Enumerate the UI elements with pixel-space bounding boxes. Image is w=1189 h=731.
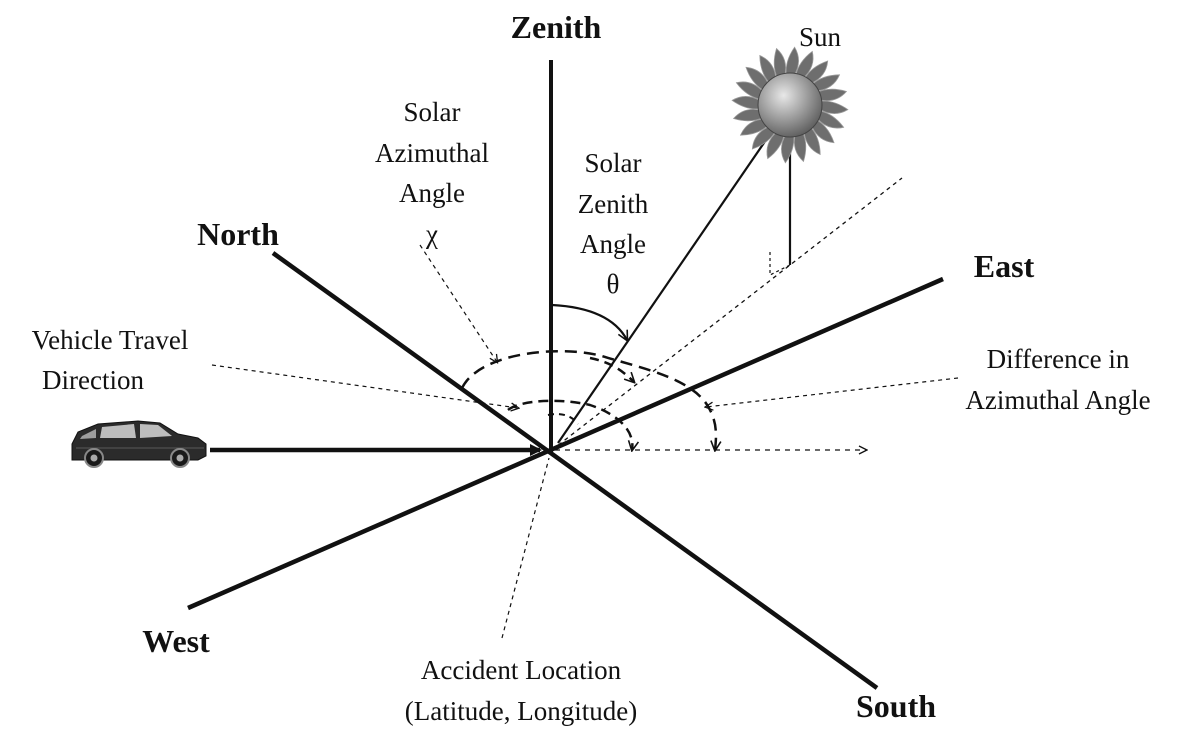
sun-ray xyxy=(803,126,821,156)
label-north: North xyxy=(197,216,279,252)
solar-azimuthal-line3: Angle xyxy=(399,178,465,208)
label-accident-location: Accident Location (Latitude, Longitude) xyxy=(405,655,637,726)
label-south: South xyxy=(856,688,936,724)
accident-location-line2: (Latitude, Longitude) xyxy=(405,696,637,726)
zenith-angle-arc xyxy=(551,303,627,340)
sun-ray-line xyxy=(557,104,791,444)
sun-ray xyxy=(773,47,787,79)
label-west: West xyxy=(142,623,210,659)
solar-zenith-symbol: θ xyxy=(607,269,620,299)
outer-azimuth-arc xyxy=(460,350,716,450)
sun-ray xyxy=(793,131,807,163)
solar-azimuthal-line2: Azimuthal xyxy=(375,138,489,168)
right-angle-marker xyxy=(769,252,791,276)
sun-ray xyxy=(766,131,785,160)
sun-ray xyxy=(816,110,845,129)
vehicle-direction-leader xyxy=(211,364,518,408)
north-south-axis xyxy=(271,251,879,690)
solar-zenith-line1: Solar xyxy=(585,148,642,178)
sun-ray xyxy=(781,134,795,164)
accident-location-line1: Accident Location xyxy=(421,655,622,685)
sun-ray xyxy=(804,60,829,84)
west-east-axis xyxy=(187,276,944,611)
sun-ray xyxy=(811,74,841,92)
car-icon xyxy=(71,420,207,468)
sun-ray xyxy=(745,66,769,91)
sun-ray xyxy=(751,126,776,150)
label-solar-zenith-angle: Solar Zenith Angle θ xyxy=(578,148,649,299)
solar-azimuthal-line1: Solar xyxy=(404,97,461,127)
sun-ray xyxy=(819,100,849,114)
label-difference-in-azimuthal-angle: Difference in Azimuthal Angle xyxy=(965,344,1150,415)
sun-ray xyxy=(732,108,764,122)
vehicle-travel-line2: Direction xyxy=(42,365,144,395)
sun-ray xyxy=(739,118,769,136)
label-solar-azimuthal-angle: Solar Azimuthal Angle χ xyxy=(375,97,489,249)
solar-zenith-line3: Angle xyxy=(580,229,646,259)
solar-zenith-line2: Zenith xyxy=(578,189,649,219)
sun-icon xyxy=(731,46,849,164)
sun-ray xyxy=(735,81,764,100)
sun-azimuth-arc xyxy=(589,356,634,382)
sun-azimuth-projection xyxy=(551,177,903,451)
small-center-arc xyxy=(547,413,579,425)
accident-location-leader xyxy=(501,457,550,639)
sun-ray xyxy=(759,54,777,84)
label-zenith: Zenith xyxy=(511,9,602,45)
sun-ray xyxy=(785,46,799,76)
vehicle-travel-line1: Vehicle Travel xyxy=(32,325,189,355)
solar-azimuthal-leader xyxy=(419,244,497,362)
sun-ray xyxy=(811,119,835,144)
label-sun: Sun xyxy=(799,22,842,52)
solar-azimuthal-symbol: χ xyxy=(425,219,438,249)
difference-leader xyxy=(706,377,959,407)
inner-azimuth-arc xyxy=(507,399,632,450)
sun-ray xyxy=(816,88,848,102)
difference-line2: Azimuthal Angle xyxy=(965,385,1150,415)
label-vehicle-travel-direction: Vehicle Travel Direction xyxy=(32,325,189,395)
sun-ray xyxy=(795,50,814,79)
sun-ray xyxy=(731,96,761,110)
difference-line1: Difference in xyxy=(987,344,1130,374)
label-east: East xyxy=(974,248,1035,284)
